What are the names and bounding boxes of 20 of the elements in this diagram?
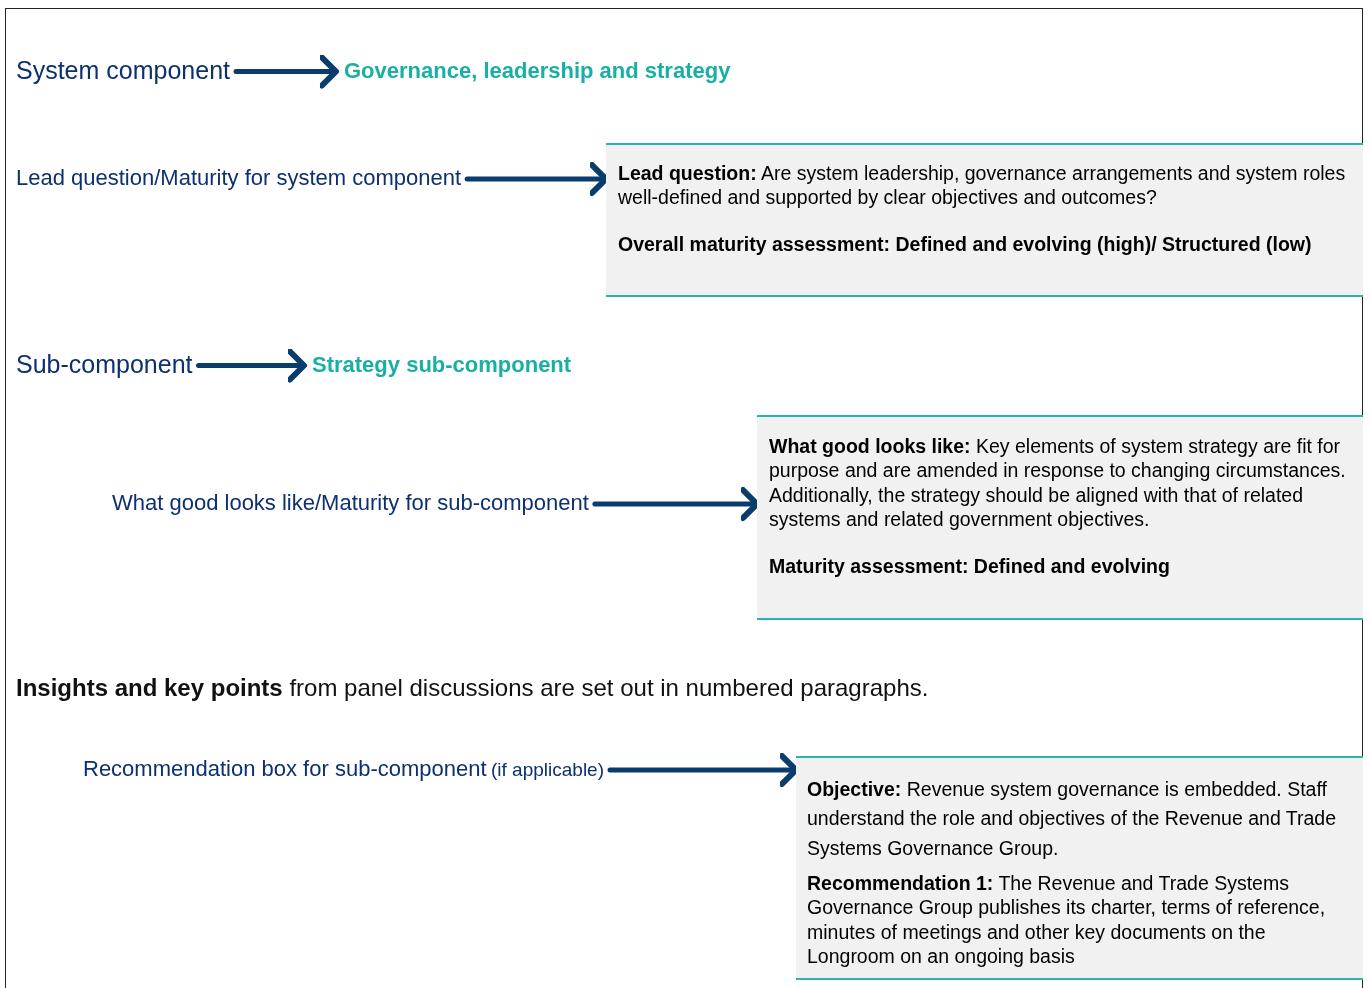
component-label: System component <box>16 56 230 85</box>
description-text: Objective: Revenue system governance is embedded. Staff understand the role and objectives of the Revenue and Trade Systems Governance Group. <box>807 777 1338 861</box>
component-label: What good looks like/Maturity for sub-component <box>112 490 589 516</box>
info-box <box>757 415 1363 620</box>
arrow <box>196 348 307 383</box>
component-label: Lead question/Maturity for system component <box>16 165 462 191</box>
description-text: Lead question: Are system leadership, governance arrangements and system roles well-defined and supported by clear objectives and outcomes? <box>618 161 1347 210</box>
arrow <box>233 54 339 89</box>
recommendation-box <box>796 756 1363 980</box>
component-title: Strategy sub-component <box>312 352 572 378</box>
assessment-text: Overall maturity assessment: Defined and evolving (high)/ Structured (low) <box>618 231 1313 257</box>
assessment-text: Maturity assessment: Defined and evolving <box>769 553 1171 578</box>
note-text: (if applicable) <box>491 759 604 780</box>
component-title: Governance, leadership and strategy <box>344 58 731 84</box>
description-text: What good looks like: Key elements of system strategy are fit for purpose and are amended in response to changing circumstances. Additionally, the strategy should be aligned with that of related systems and related government objectives. <box>769 434 1347 532</box>
info-box <box>606 143 1363 297</box>
component-label-text: Recommendation box for sub-component <box>83 756 487 781</box>
note-text: Insights and key points from panel discussions are set out in numbered paragraphs. <box>16 674 929 702</box>
assessment-text: Recommendation 1: The Revenue and Trade Systems Governance Group publishes its charter, terms of reference, minutes of meetings and other key documents on the Longroom on an ongoing basis <box>807 870 1327 969</box>
component-label: Sub-component <box>16 350 193 379</box>
